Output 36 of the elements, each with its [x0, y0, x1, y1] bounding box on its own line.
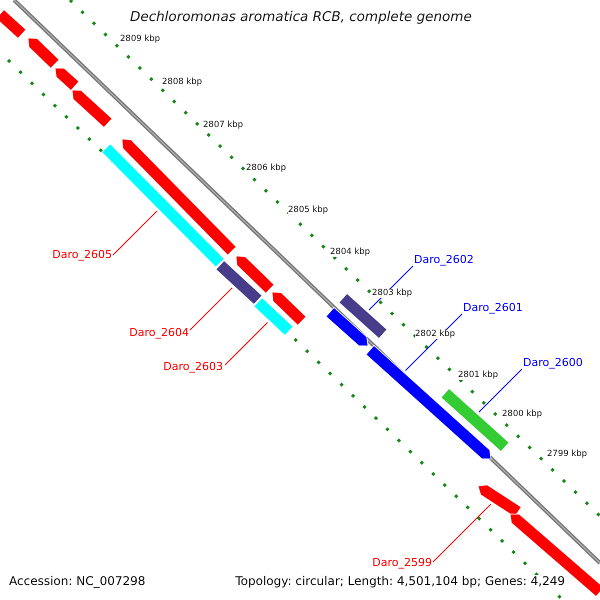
scale-label: 2799 kbp [547, 450, 588, 460]
genome-info-text: Topology: circular; Length: 4,501,104 bp; Genes: 4,249 [235, 575, 565, 588]
gene-label: Daro_2599 [372, 557, 432, 570]
scale-label: 2801 kbp [458, 371, 498, 380]
scale-label: 2802 kbp [415, 330, 456, 340]
leader-line [224, 322, 268, 366]
scale-label: 2809 kbp [120, 35, 160, 44]
gene-bar [272, 292, 307, 326]
gene-bar [72, 90, 113, 128]
gene-bar [0, 9, 27, 39]
scale-label: 2806 kbp [246, 164, 286, 174]
gene-label: Daro_2604 [129, 327, 189, 340]
gene-bar [236, 256, 275, 294]
scale-label: 2803 kbp [372, 289, 412, 298]
gene-bar [325, 306, 368, 346]
gene-label: Daro_2600 [523, 357, 583, 370]
gene-bar [122, 138, 237, 256]
scale-label: 2808 kbp [162, 78, 202, 88]
gene-bar [253, 297, 294, 336]
leader-line [432, 504, 492, 562]
gene-label: Daro_2603 [163, 361, 223, 374]
gene-label: Daro_2605 [52, 249, 112, 262]
scale-label: 2805 kbp [288, 206, 328, 216]
leader-line [112, 210, 158, 256]
gene-bar [28, 38, 60, 69]
scale-label: 2804 kbp [330, 248, 370, 258]
gene-bar [215, 260, 263, 305]
gene-label: Daro_2601 [463, 302, 523, 314]
leader-line [478, 368, 522, 413]
scale-label: 2800 kbp [502, 410, 542, 420]
diagram-title: Dechloromonas aromatica RCB, complete genome [130, 10, 472, 25]
gene-bar [54, 68, 80, 92]
accession-text: Accession: NC_007298 [9, 575, 146, 588]
leader-line [190, 287, 233, 330]
scale-label: 2807 kbp [203, 121, 244, 130]
gene-label: Daro_2602 [414, 254, 474, 266]
